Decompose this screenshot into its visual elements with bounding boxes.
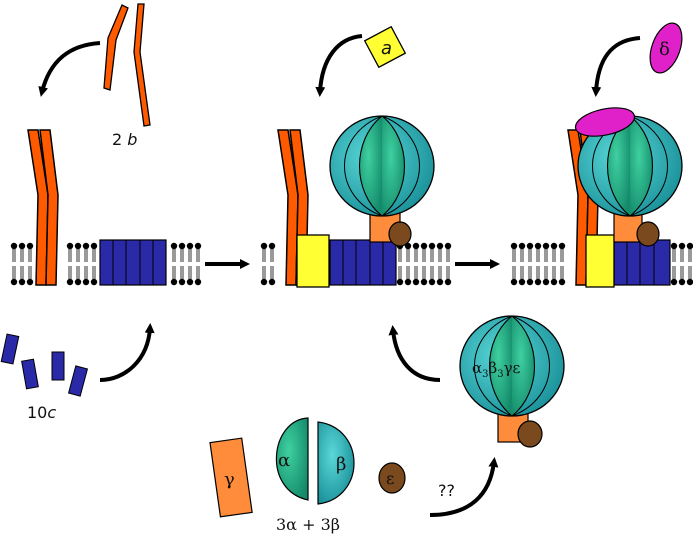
lipid — [194, 242, 202, 286]
lipid — [518, 242, 526, 286]
stage2-epsilon — [388, 221, 412, 247]
lipid — [186, 242, 194, 286]
free-epsilon-subunit: ε — [378, 462, 406, 494]
lipid — [412, 242, 420, 286]
stage3-f1-head — [577, 115, 683, 217]
arrow-unknown-assembly — [429, 457, 499, 517]
stage3-epsilon — [636, 221, 660, 247]
b-count-label: 2 b — [112, 130, 137, 149]
lipid — [10, 242, 18, 286]
lipid — [678, 242, 686, 286]
lipid — [82, 242, 90, 286]
lipid — [178, 242, 186, 286]
gamma-label: γ — [224, 469, 235, 490]
free-beta-subunit: β — [317, 421, 355, 505]
stage2-f1-head — [329, 115, 435, 217]
free-alpha-subunit: α — [275, 417, 309, 501]
stage2-c-ring — [329, 239, 397, 286]
lipid — [74, 242, 82, 286]
delta-label: δ — [659, 39, 670, 60]
lipid — [542, 242, 550, 286]
arrow-a-insert — [315, 34, 363, 97]
lipid — [26, 242, 34, 286]
stage1-c-ring — [99, 239, 167, 286]
beta-label: β — [336, 454, 346, 475]
stage3-a-subunit — [585, 234, 615, 288]
subunit-count-label: 3α + 3β — [276, 515, 340, 534]
lipid — [268, 242, 276, 286]
free-b-subunits — [103, 3, 151, 127]
lipid — [170, 242, 178, 286]
arrow-b-insert — [38, 41, 101, 97]
arrow-c-insert — [99, 323, 155, 382]
stage1-b-stalk — [27, 129, 59, 286]
assembled-f1-complex: α3β3γε — [459, 315, 565, 448]
stage3-delta — [574, 107, 636, 137]
alpha-label: α — [278, 450, 290, 471]
lipid — [404, 242, 412, 286]
lipid — [428, 242, 436, 286]
complex-label: α3β3γε — [472, 359, 521, 380]
c-count-label: 10c — [27, 403, 56, 422]
lipid — [66, 242, 74, 286]
lipid — [534, 242, 542, 286]
lipid — [436, 242, 444, 286]
lipid — [90, 242, 98, 286]
epsilon-label: ε — [386, 469, 394, 488]
lipid — [558, 242, 566, 286]
lipid — [550, 242, 558, 286]
free-delta-subunit: δ — [649, 22, 683, 74]
free-gamma-subunit: γ — [209, 437, 253, 518]
unknown-step-label: ?? — [438, 481, 455, 500]
arrow-delta-insert — [591, 36, 641, 97]
stage2-a-subunit — [296, 234, 330, 288]
lipid — [526, 242, 534, 286]
free-c-subunits — [0, 333, 89, 397]
lipid — [18, 242, 26, 286]
lipid — [260, 242, 268, 286]
arrow-head-insert — [388, 325, 441, 382]
lipid — [510, 242, 518, 286]
lipid — [670, 242, 678, 286]
lipid — [444, 242, 452, 286]
a-label: a — [381, 38, 392, 59]
stage3-c-ring — [613, 239, 671, 286]
lipid — [396, 242, 404, 286]
lipid — [686, 242, 693, 286]
lipid — [420, 242, 428, 286]
free-a-subunit: a — [363, 25, 407, 69]
